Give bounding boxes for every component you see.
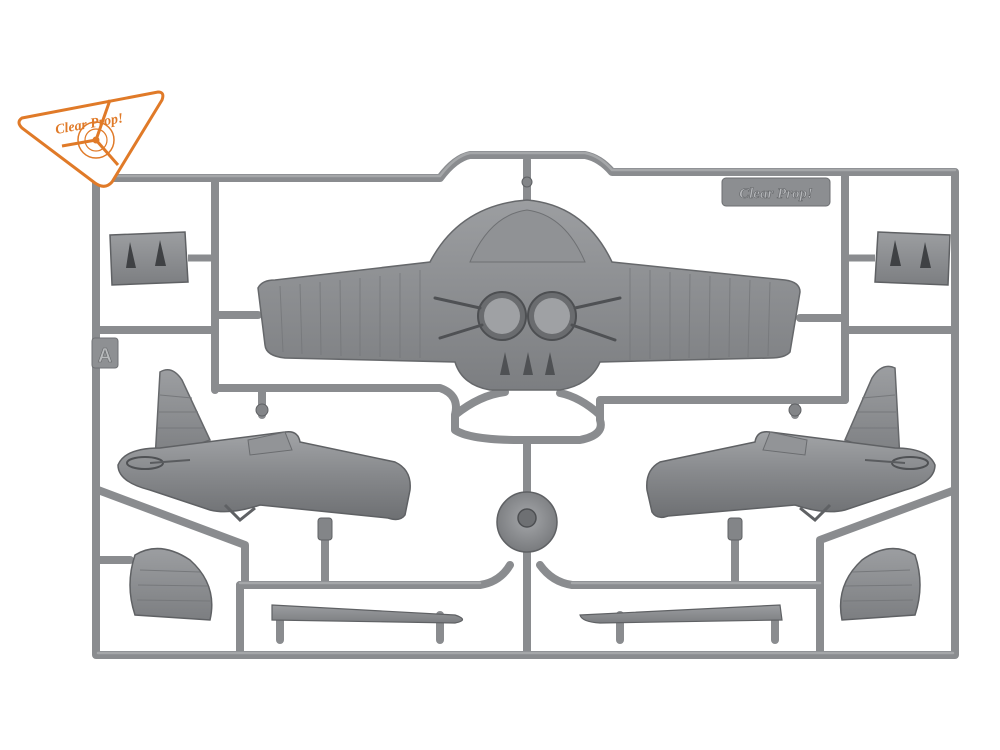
panel-right-part [579,604,783,624]
propeller-hub-part [496,491,558,553]
cowling-right-part [845,231,951,286]
propeller-icon [61,99,120,166]
small-parts [255,176,802,541]
sprue-frame [92,151,959,659]
sprue-letter-tab: A [91,337,119,369]
sprue-letter: A [98,345,112,367]
brand-logo: Clear Prop! [17,90,165,188]
sprue-frame-highlight [94,151,957,655]
fuselage-right-part [646,365,936,523]
fuselage-left-part [117,369,411,523]
wing-gun-ports [477,291,577,341]
brand-emboss-text: Clear Prop! [739,186,813,202]
wing-part [257,199,801,391]
panel-left-part [271,604,464,624]
rudder-right-part [839,547,921,621]
cowling-left-part [109,231,215,286]
brand-tab: Clear Prop! [721,177,831,207]
rudder-left-part [129,547,213,621]
